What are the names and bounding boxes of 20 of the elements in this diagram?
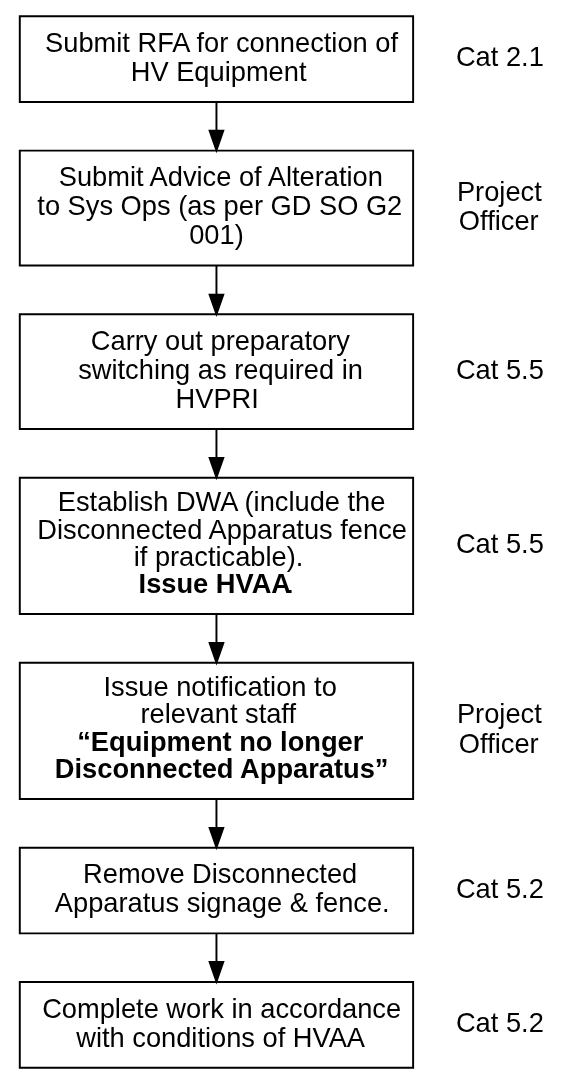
node-box: Carry out preparatory switching as required in HVPRI [18, 313, 415, 431]
node-box: Remove Disconnected Apparatus signage & fence. [18, 846, 415, 935]
arrow [208, 428, 225, 481]
node-label: Cat 5.2 [455, 1007, 544, 1039]
arrow [208, 101, 225, 154]
node-label: Cat 5.5 [455, 528, 544, 560]
node-label: Cat 2.1 [455, 41, 544, 73]
arrow [208, 613, 225, 666]
node-label: Cat 5.2 [455, 872, 544, 904]
arrow [208, 264, 225, 318]
node-box: Submit RFA for connection of HV Equipment [18, 15, 415, 103]
arrow [208, 798, 225, 851]
node-box: Submit Advice of Alteration to Sys Ops (as per GD SO G2 001) [18, 149, 415, 267]
node-label: Project Officer [456, 175, 542, 236]
node-label: Cat 5.5 [455, 353, 544, 385]
node-box: Issue notification to relevant staff “Equipment no longer Disconnected Apparatus” [18, 661, 415, 800]
node-label: Project Officer [456, 698, 542, 759]
node-box: Establish DWA (include the Disconnected Apparatus fence if practicable). Issue HVAA. [18, 476, 415, 616]
node-box: Complete work in accordance with conditions of HVAA [18, 981, 415, 1069]
arrow [208, 932, 225, 985]
